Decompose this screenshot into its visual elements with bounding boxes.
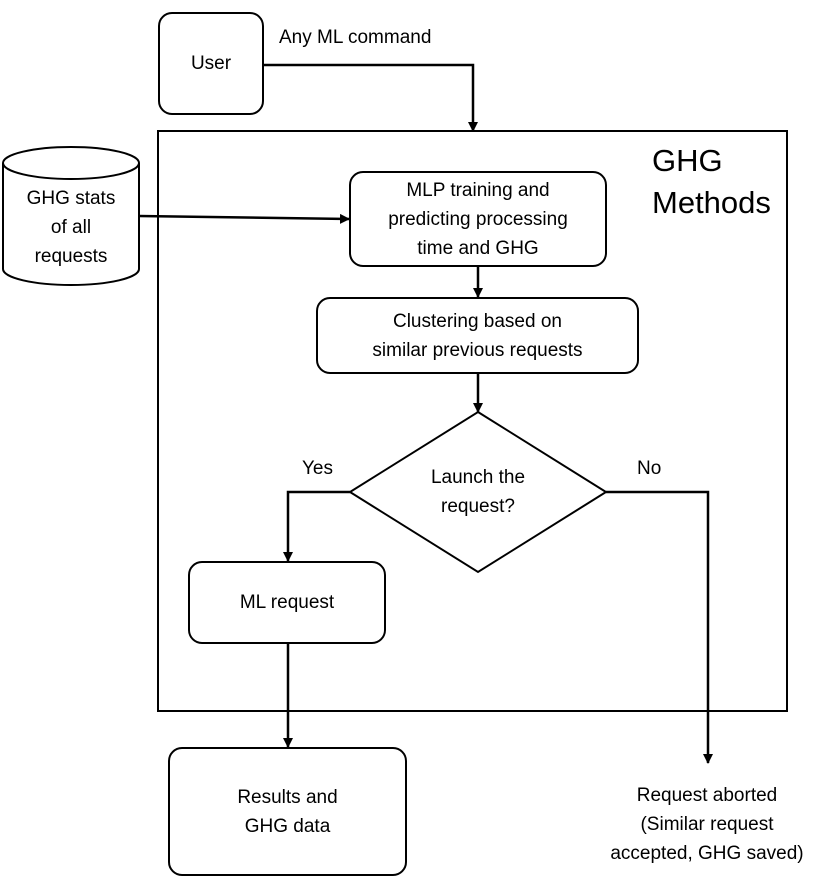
- any-ml-command-label: Any ML command: [279, 27, 432, 48]
- user-node: User: [158, 12, 264, 115]
- arrow-decision-no: [606, 490, 713, 764]
- database-cylinder: [2, 146, 140, 286]
- arrow-decision-yes: [283, 490, 350, 562]
- mlp-training-node: MLP training and predicting processing t…: [349, 171, 607, 267]
- request-aborted-label: Request aborted (Similar request accepte…: [610, 785, 804, 864]
- database-label: GHG stats of all requests: [26, 188, 116, 267]
- decision-label: Launch the request?: [430, 467, 526, 517]
- arrow-user-to-methods: [264, 63, 478, 132]
- clustering-node: Clustering based on similar previous req…: [316, 297, 639, 374]
- ml-request-node: ML request: [188, 561, 386, 644]
- user-label: User: [190, 53, 232, 74]
- no-label: No: [637, 458, 662, 479]
- decision-diamond: [348, 410, 608, 574]
- yes-label: Yes: [302, 458, 333, 479]
- ghg-methods-title: GHG Methods: [652, 143, 771, 220]
- results-node: Results and GHG data: [168, 747, 407, 876]
- arrow-db-to-mlp: [138, 213, 350, 224]
